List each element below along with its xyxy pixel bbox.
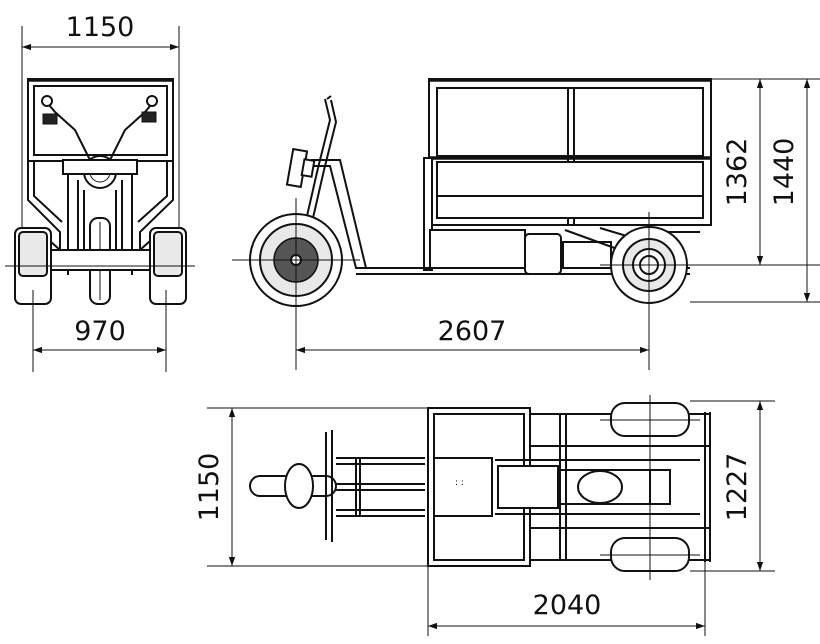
side-total-height-label: 1440 [769,138,800,207]
side-wheelbase-label: 2607 [438,316,507,347]
front-track-label: 970 [74,316,126,347]
front-view: 1150 970 [5,12,195,372]
side-cargo-height-label: 1362 [722,138,753,207]
top-rear-width-label: 1227 [722,453,753,522]
front-width-label: 1150 [66,12,135,43]
top-cargo-length-label: 2040 [533,590,602,621]
svg-text:: :: : : [455,478,464,488]
top-view: 1150 : : 1227 [194,395,775,636]
top-width-label: 1150 [194,453,225,522]
side-view: 1362 1440 2607 [232,78,820,370]
top-motor [497,465,559,509]
side-motor [524,233,562,275]
